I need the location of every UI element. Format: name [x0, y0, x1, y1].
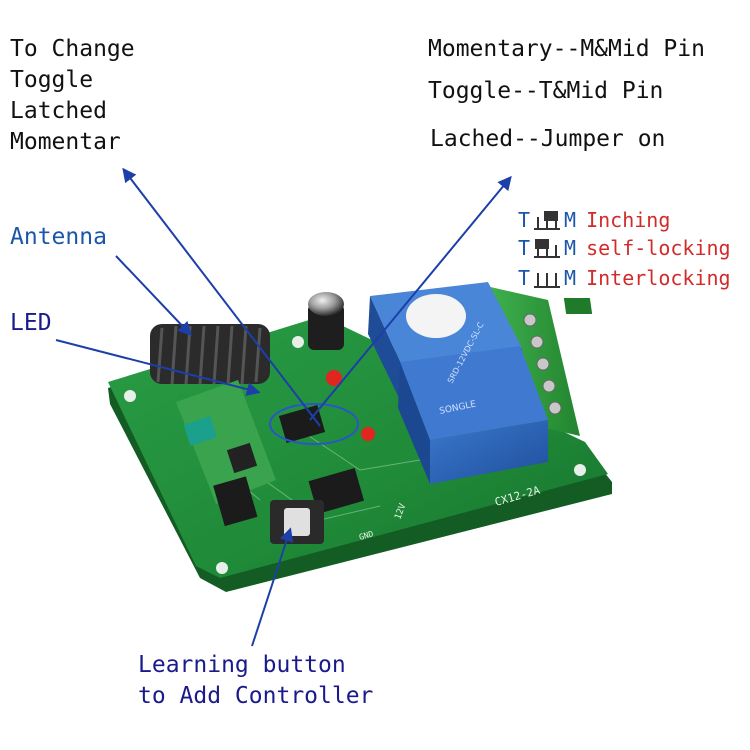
board-pin-label-2: GND: [358, 529, 375, 542]
relay-sticker: [406, 294, 466, 338]
arrow-to-pin-notes: [309, 175, 512, 421]
jumper-legend-row: T M self-locking: [518, 234, 731, 262]
pin-notes-line-2: Toggle--T&Mid Pin: [428, 78, 664, 104]
jumper-mode-label: Interlocking: [586, 266, 731, 290]
mount-hole: [124, 390, 136, 402]
jumper-self-locking-icon: [534, 239, 561, 258]
change-mode-line-2: Toggle: [10, 67, 94, 93]
capacitor: [308, 292, 344, 350]
change-mode-line-4: Momentar: [10, 129, 121, 155]
arrow-to-change-mode: [122, 167, 321, 427]
jumper-m-label: M: [564, 236, 577, 260]
learning-push-button: [270, 500, 324, 544]
jumper-mode-label: Inching: [586, 208, 671, 232]
learning-button-annotation: Learning button to Add Controller: [138, 650, 373, 712]
jumper-highlight: [269, 403, 359, 445]
jumper-t-label: T: [518, 266, 531, 290]
change-mode-line-1: To Change: [10, 36, 135, 62]
jumper-legend-row: T M Inching: [518, 206, 670, 234]
led-red: [326, 370, 342, 386]
mount-hole: [574, 464, 586, 476]
change-mode-line-3: Latched: [10, 98, 107, 124]
mount-hole: [292, 336, 304, 348]
pin-notes-line-1: Momentary--M&Mid Pin: [428, 36, 705, 62]
mount-hole: [216, 562, 228, 574]
jumper-t-label: T: [518, 236, 531, 260]
pin-notes-line-3: Lached--Jumper on: [430, 126, 666, 152]
receiver-module: [176, 380, 276, 504]
jumper-inching-icon: [534, 211, 561, 230]
relay-2: SONGLE SRD-12VDC-SL-C: [398, 320, 548, 484]
learning-button-line-1: Learning button: [138, 652, 346, 678]
change-mode-annotation: To Change Toggle Latched Momentar: [10, 34, 135, 158]
jumper-mode-label: self-locking: [586, 236, 731, 260]
screw-terminal-block: [486, 286, 593, 436]
jumper-legend-row: T M Interlocking: [518, 264, 731, 292]
led-red-2: [361, 427, 375, 441]
arrow-to-led: [55, 339, 261, 396]
jumper-t-label: T: [518, 208, 531, 232]
jumper-m-label: M: [564, 266, 577, 290]
antenna-coil: [150, 324, 270, 385]
arrow-to-antenna: [115, 255, 192, 337]
arrow-to-learning-button: [251, 527, 294, 647]
jumper-interlocking-icon: [534, 273, 561, 288]
ic-chip-2: [213, 476, 258, 527]
jumper-m-label: M: [564, 208, 577, 232]
led-annotation: LED: [10, 310, 52, 336]
learning-button-line-2: to Add Controller: [138, 683, 374, 709]
antenna-annotation: Antenna: [10, 224, 107, 250]
